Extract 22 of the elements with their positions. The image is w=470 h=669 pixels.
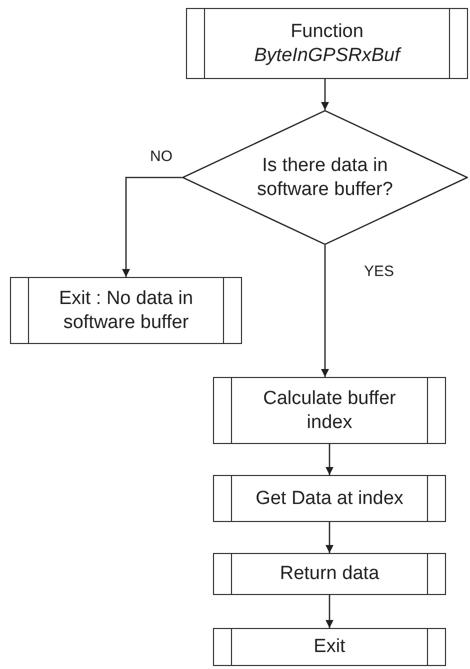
process-box xyxy=(213,553,446,595)
edge-label: NO xyxy=(148,148,174,164)
process-text: Exit : No data in software buffer xyxy=(58,286,194,334)
decision-text: Is there data in software buffer? xyxy=(256,154,394,202)
process-text: Return data xyxy=(280,562,380,586)
process-text: Calculate buffer index xyxy=(262,386,397,434)
arrow xyxy=(326,522,334,553)
arrow xyxy=(321,79,329,110)
process-text: Exit xyxy=(314,635,346,659)
arrow xyxy=(321,245,329,377)
arrow xyxy=(326,595,334,628)
process-text: ByteInGPSRxBuf xyxy=(254,44,400,68)
process-text: Get Data at index xyxy=(256,486,404,510)
process-text: Function xyxy=(290,20,364,44)
edge-label: YES xyxy=(362,264,396,279)
arrow xyxy=(326,444,334,475)
process-box xyxy=(10,277,242,344)
process-box xyxy=(213,377,446,444)
arrow xyxy=(122,176,182,277)
process-box xyxy=(213,628,446,666)
process-box xyxy=(186,8,468,79)
process-box xyxy=(213,475,446,522)
